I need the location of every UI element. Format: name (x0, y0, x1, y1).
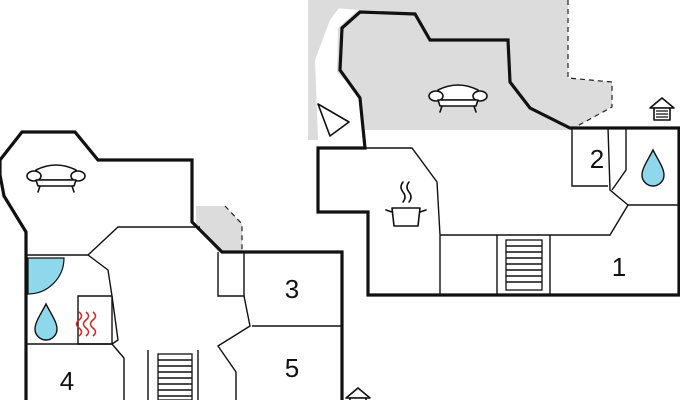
cooking-pot-icon (385, 181, 427, 227)
room-5-label: 5 (285, 353, 299, 383)
interior-wall (217, 252, 251, 400)
room-2-label: 2 (590, 144, 604, 174)
terrace-area (196, 206, 242, 252)
interior-wall (496, 235, 551, 295)
house-entrance-icon (345, 387, 371, 400)
stairs-icon (505, 239, 543, 291)
interior-wall (571, 128, 608, 187)
exterior-wall (316, 10, 680, 297)
room-3-label: 3 (285, 274, 299, 304)
interior-wall (26, 226, 200, 256)
interior-wall (111, 343, 125, 400)
heater-icon (75, 311, 97, 337)
terrace-area (308, 0, 612, 140)
water-drop-icon (34, 302, 58, 341)
interior-wall (243, 252, 342, 327)
water-drop-icon (641, 148, 665, 187)
room-1-label: 1 (612, 252, 626, 282)
terrace-edge (567, 0, 613, 131)
shower-icon (27, 257, 65, 295)
stairs-icon (157, 353, 193, 400)
house-entrance-icon (649, 97, 675, 121)
interior-wall (26, 295, 119, 345)
fireplace-icon (317, 103, 350, 137)
sofa-icon (428, 84, 488, 113)
room-4-label: 4 (60, 366, 74, 396)
sofa-icon (26, 164, 86, 193)
interior-wall (611, 128, 627, 191)
exterior-wall (0, 130, 344, 400)
interior-wall (365, 147, 441, 295)
terrace-area (308, 0, 345, 140)
